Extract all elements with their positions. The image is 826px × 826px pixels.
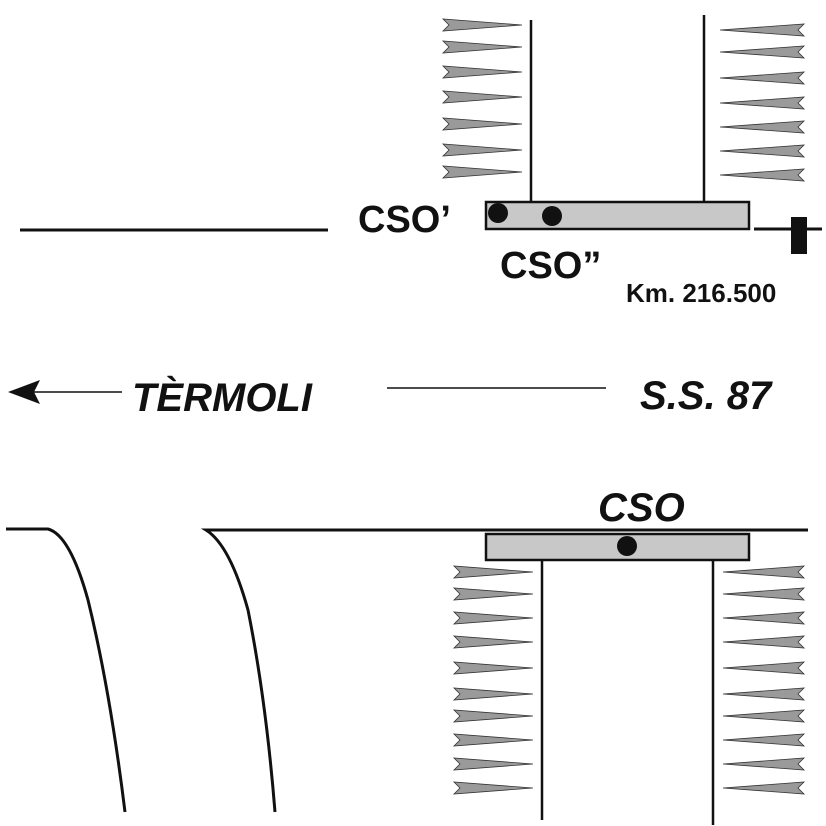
label-termoli: TÈRMOLI	[132, 375, 313, 420]
cso-point	[617, 536, 637, 556]
hatch-spike	[452, 635, 534, 649]
hatch-spike	[441, 65, 523, 79]
hatch-spike	[441, 117, 523, 131]
hatch-spike	[452, 709, 534, 723]
hatch-spike	[719, 144, 806, 158]
hatch-spike	[722, 733, 806, 747]
hatch-spike	[441, 90, 523, 104]
hatch-spike	[719, 45, 806, 59]
hatch-spike	[722, 661, 806, 675]
hatch-spike	[722, 587, 806, 601]
label-km-marker: Km. 216.500	[626, 278, 776, 308]
label-cso: CSO	[598, 486, 685, 530]
hatch-spike	[452, 611, 534, 625]
hatch-spike	[452, 661, 534, 675]
bridge-top	[484, 200, 751, 231]
hatch-spike	[441, 143, 523, 157]
hatch-spike	[719, 23, 806, 37]
label-ss87: S.S. 87	[640, 374, 773, 418]
embankment-hatch-bottom-right	[722, 565, 806, 795]
label-cso-prime: CSO’	[358, 199, 451, 241]
hatch-spike	[722, 635, 806, 649]
label-cso-double-prime: CSO”	[500, 245, 601, 287]
hatch-spike	[722, 709, 806, 723]
hatch-spike	[452, 781, 534, 795]
hatch-spike	[452, 687, 534, 701]
embankment-hatch-top-right	[719, 23, 806, 182]
road-edge-bottom-left	[6, 527, 127, 813]
km-post-icon	[791, 217, 807, 254]
hatch-spike	[719, 96, 806, 110]
hatch-spike	[452, 565, 534, 579]
hatch-spike	[441, 18, 523, 32]
hatch-spike	[722, 565, 806, 579]
hatch-spike	[722, 611, 806, 625]
hatch-spike	[452, 587, 534, 601]
hatch-spike	[452, 757, 534, 771]
hatch-spike	[441, 165, 523, 179]
cso-double-prime-point	[542, 206, 562, 226]
cso-prime-point	[488, 203, 508, 223]
hatch-spike	[722, 781, 806, 795]
hatch-spike	[719, 168, 806, 182]
hatch-spike	[722, 687, 806, 701]
hatch-spike	[722, 757, 806, 771]
embankment-hatch-top-left	[441, 18, 523, 179]
road-edge-bottom-right	[200, 528, 808, 813]
embankment-hatch-bottom-left	[452, 565, 534, 795]
hatch-spike	[452, 733, 534, 747]
hatch-spike	[719, 120, 806, 134]
arrow-left-icon	[8, 380, 40, 404]
hatch-spike	[719, 71, 806, 85]
hatch-spike	[441, 40, 523, 54]
